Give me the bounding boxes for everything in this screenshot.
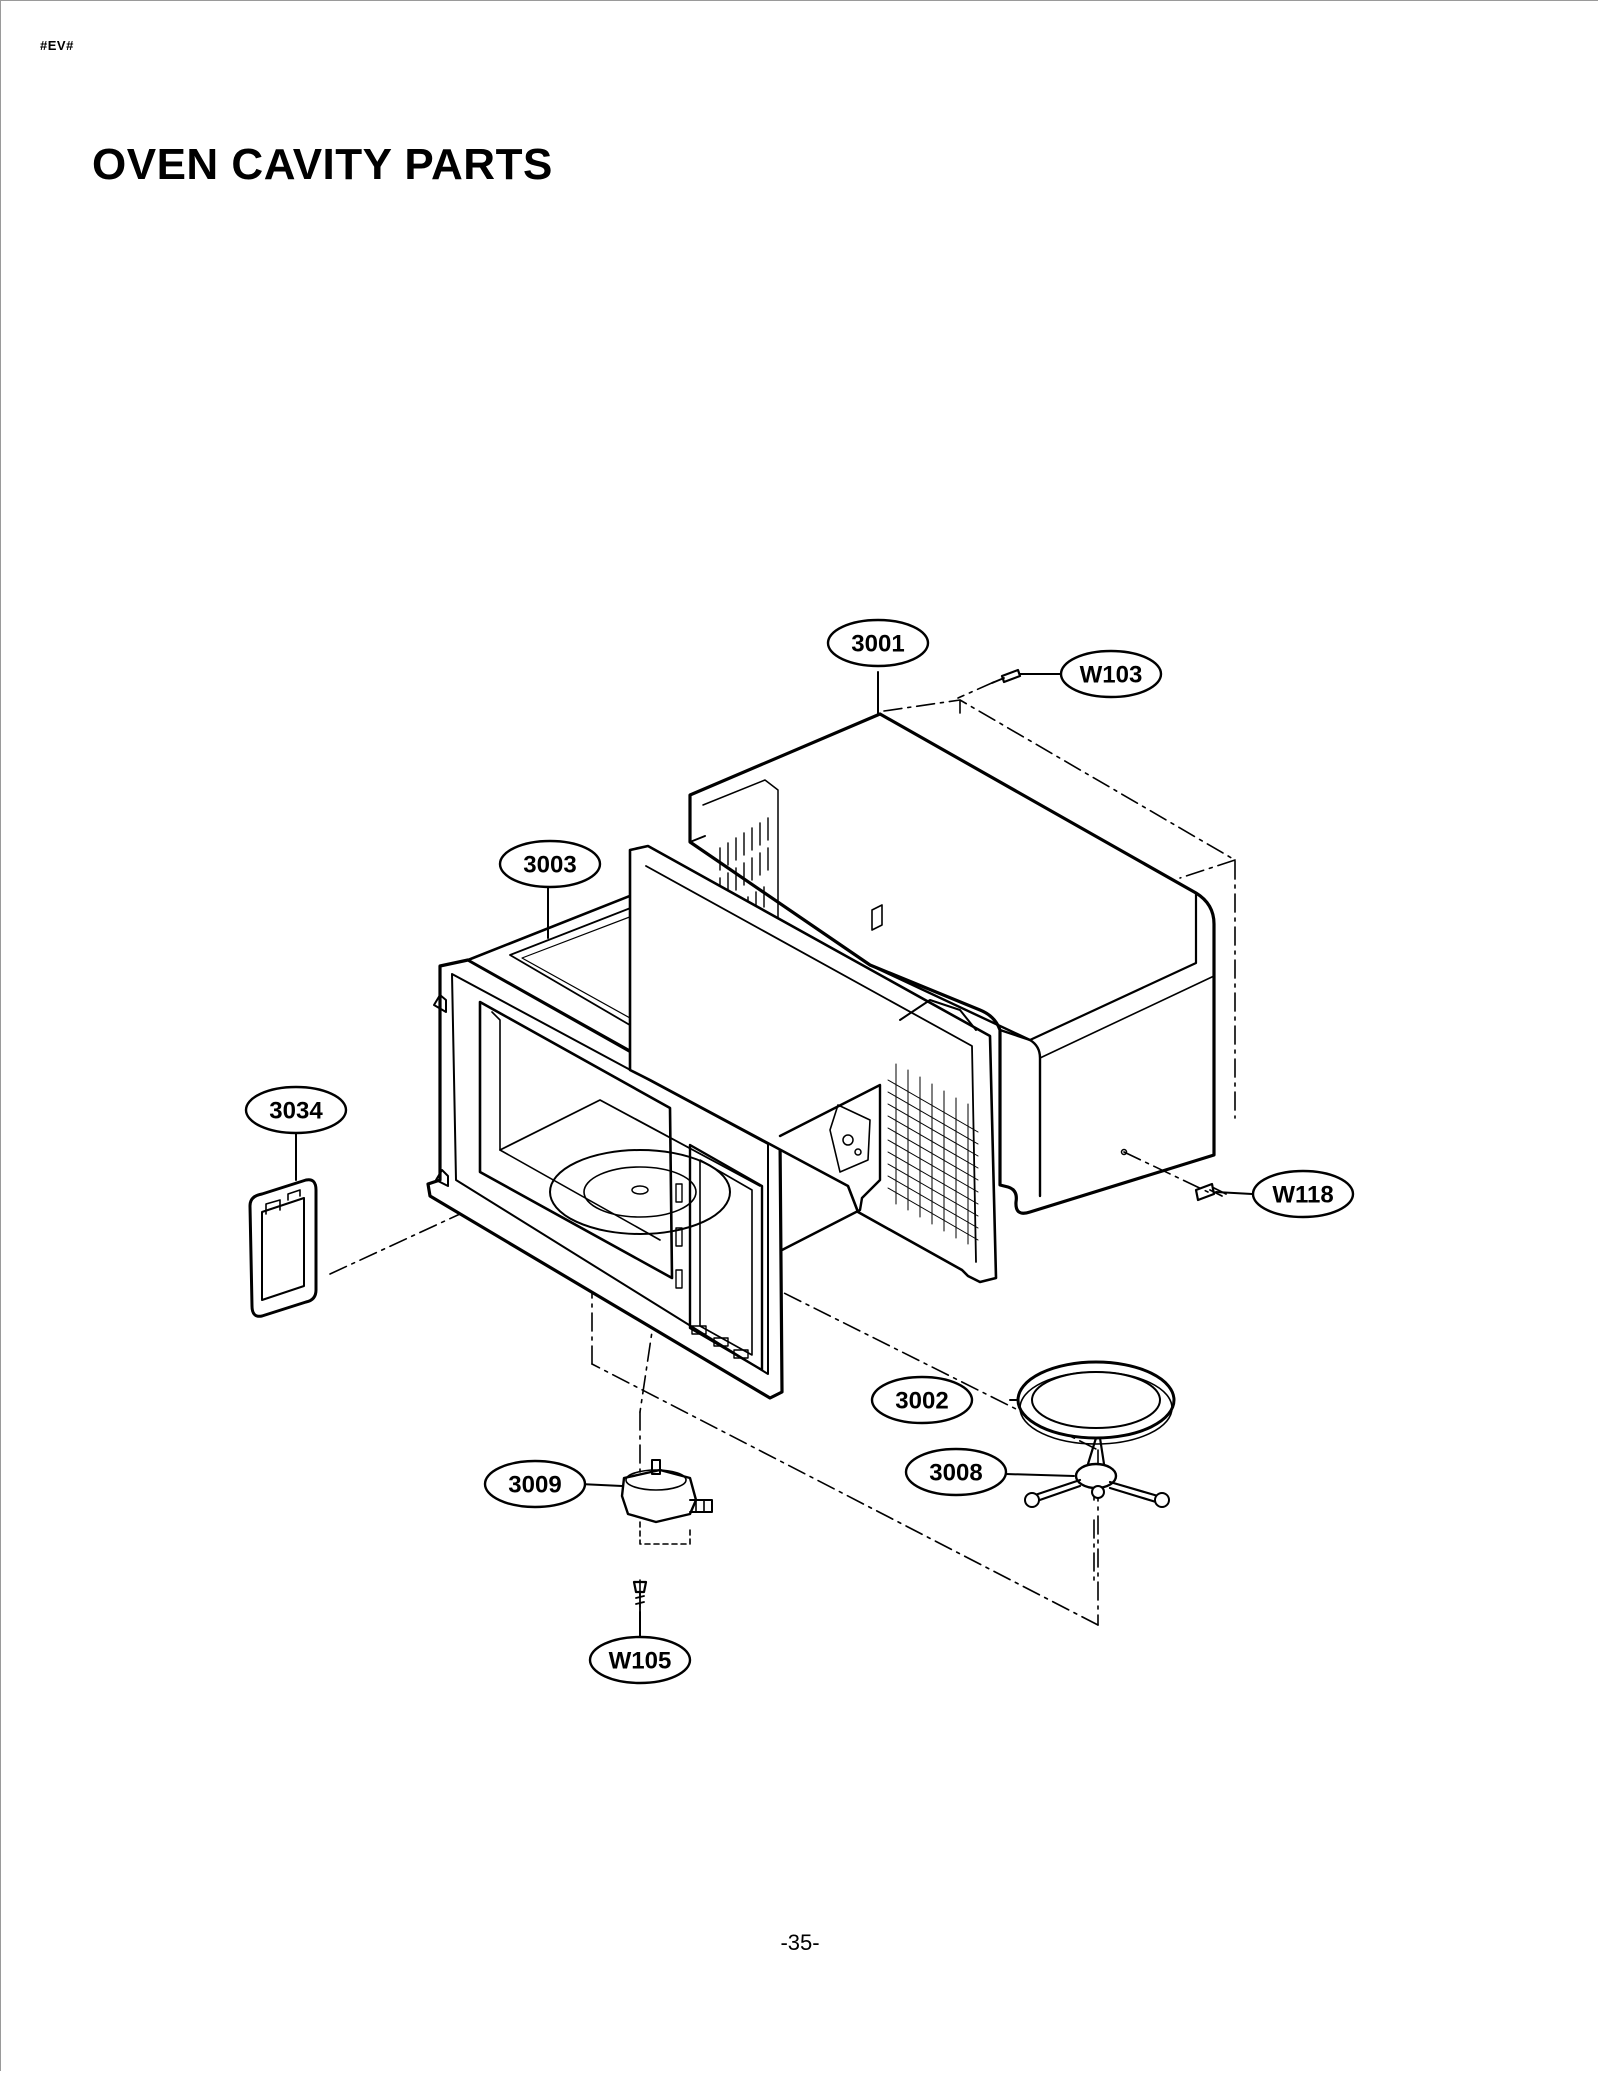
callout-3009-label: 3009: [508, 1472, 561, 1499]
callout-w118-label: W118: [1272, 1182, 1333, 1209]
oven-cavity-illustration: [426, 844, 998, 1400]
callout-w105-label: W105: [609, 1648, 672, 1675]
callout-3034: 3034: [244, 1085, 348, 1135]
page-title: OVEN CAVITY PARTS: [92, 140, 553, 189]
callout-w118: W118: [1251, 1169, 1355, 1219]
part-3034-illustration: [248, 1129, 318, 1318]
vent-grid: [887, 1063, 979, 1245]
callout-w103-label: W103: [1080, 662, 1143, 689]
callout-3008: 3008: [904, 1447, 1008, 1497]
roller-guide-illustration: [1005, 1436, 1170, 1508]
page-number: -35-: [780, 1930, 820, 1955]
callout-3008-label: 3008: [929, 1460, 982, 1487]
callout-3001: 3001: [826, 618, 930, 668]
screw-w103-illustration: [991, 668, 1063, 684]
callout-w105: W105: [588, 1635, 692, 1685]
screw-w118-illustration: [1194, 1182, 1253, 1202]
glass-tray-illustration: [1009, 1360, 1176, 1445]
callout-3003-label: 3003: [523, 852, 576, 879]
callout-3002-label: 3002: [895, 1388, 948, 1415]
callout-3009: 3009: [483, 1459, 587, 1509]
turntable-motor-illustration: [579, 1459, 713, 1545]
callout-3034-label: 3034: [269, 1098, 323, 1125]
callout-3001-label: 3001: [851, 631, 904, 658]
callout-3003: 3003: [498, 839, 602, 889]
document-code: #EV#: [40, 38, 74, 53]
screw-w105-illustration: [632, 1580, 648, 1641]
callout-3002: 3002: [870, 1375, 974, 1425]
callout-w103: W103: [1059, 649, 1163, 699]
